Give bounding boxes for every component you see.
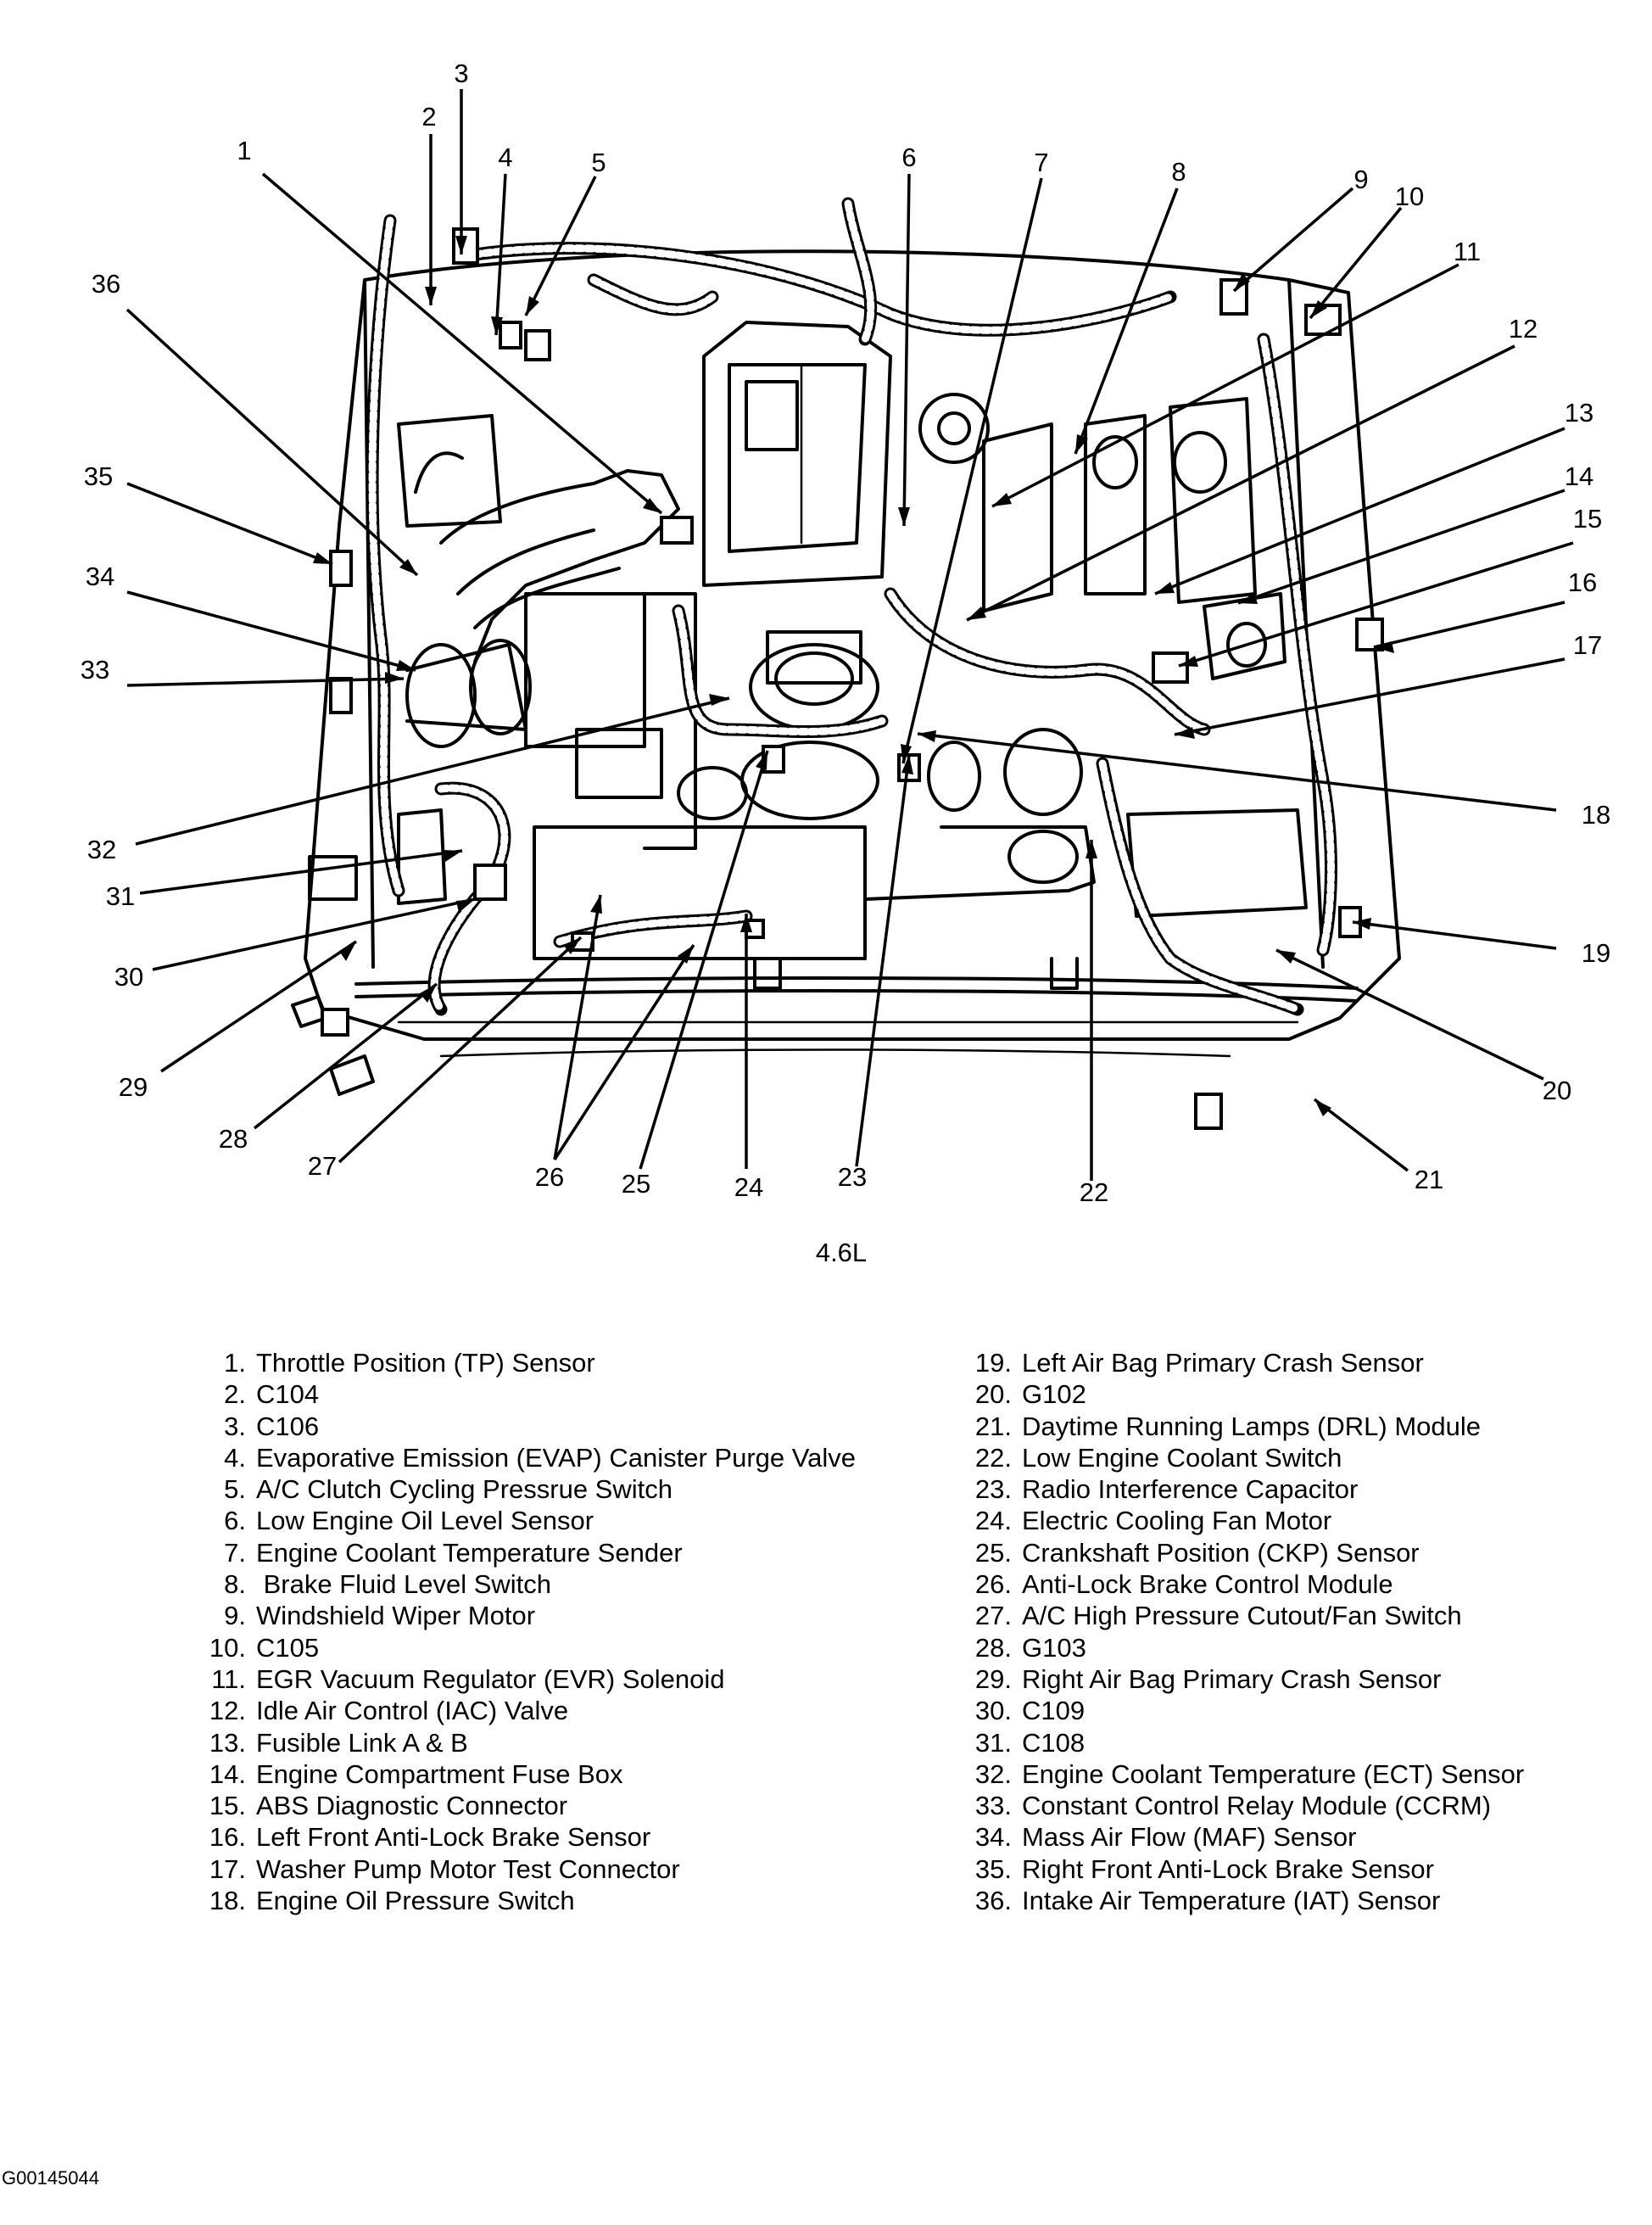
front-pulleys (575, 630, 1083, 820)
callout-18: 18 (1582, 800, 1610, 830)
legend-item: 16.Left Front Anti-Lock Brake Sensor (209, 1822, 651, 1853)
callout-36: 36 (92, 269, 120, 299)
callout-5: 5 (591, 148, 606, 177)
callout-4: 4 (498, 143, 512, 172)
legend-item: 2.C104 (224, 1379, 320, 1410)
legend-item: 3.C106 (224, 1411, 320, 1441)
legend-item: 28.G103 (974, 1632, 1086, 1663)
legend-item: 1.Throttle Position (TP) Sensor (224, 1348, 595, 1378)
callout-3: 3 (454, 59, 468, 88)
legend-item: 8. Brake Fluid Level Switch (224, 1569, 552, 1600)
callout-33: 33 (81, 655, 109, 685)
figure-id: G00145044 (2, 2167, 99, 2189)
callout-8: 8 (1171, 157, 1186, 187)
legend-left-column: 1.Throttle Position (TP) Sensor 2.C104 3… (197, 1347, 856, 1916)
legend-item: 13.Fusible Link A & B (209, 1727, 468, 1758)
legend-item: 35.Right Front Anti-Lock Brake Sensor (974, 1853, 1434, 1884)
callout-15: 15 (1573, 504, 1602, 534)
callout-22: 22 (1080, 1177, 1108, 1207)
callout-6: 6 (901, 143, 916, 172)
legend-item: 15.ABS Diagnostic Connector (209, 1791, 568, 1821)
legend-item: 18.Engine Oil Pressure Switch (209, 1886, 575, 1916)
callout-29: 29 (119, 1072, 148, 1102)
diagram-title: 4.6L (816, 1238, 867, 1267)
callout-32: 32 (87, 835, 116, 864)
engine-compartment-diagram: 1 2 3 4 5 6 7 8 9 10 11 12 13 14 15 16 1… (81, 59, 1610, 1267)
callout-17: 17 (1573, 630, 1602, 660)
callout-19: 19 (1582, 938, 1610, 968)
callout-28: 28 (219, 1124, 248, 1154)
legend-item: 17.Washer Pump Motor Test Connector (209, 1853, 680, 1884)
legend-item: 7.Engine Coolant Temperature Sender (224, 1537, 683, 1568)
callout-35: 35 (84, 461, 113, 491)
callout-9: 9 (1353, 165, 1368, 194)
legend-item: 14.Engine Compartment Fuse Box (209, 1758, 623, 1789)
callout-7: 7 (1034, 148, 1048, 177)
callout-20: 20 (1543, 1076, 1571, 1105)
callout-14: 14 (1565, 461, 1593, 491)
legend-item: 21.Daytime Running Lamps (DRL) Module (974, 1411, 1482, 1441)
callout-30: 30 (114, 962, 143, 992)
legend-item: 11.EGR Vacuum Regulator (EVR) Solenoid (211, 1663, 725, 1694)
leader-lines (126, 89, 1574, 1181)
callout-31: 31 (106, 881, 135, 911)
air-intake-tube (405, 469, 680, 748)
legend-item: 10.C105 (209, 1632, 320, 1663)
callout-21: 21 (1415, 1165, 1443, 1194)
legend-item: 12.Idle Air Control (IAC) Valve (209, 1696, 569, 1726)
callout-25: 25 (622, 1169, 650, 1199)
legend-right-column: 19.Left Air Bag Primary Crash Sensor 20.… (963, 1347, 1524, 1916)
legend-item: 20.G102 (974, 1379, 1086, 1410)
leader-arrowheads (313, 236, 1394, 1116)
legend-item: 25.Crankshaft Position (CKP) Sensor (974, 1537, 1420, 1568)
callout-1: 1 (237, 136, 251, 165)
legend-item: 9.Windshield Wiper Motor (224, 1601, 536, 1631)
legend-item: 22.Low Engine Coolant Switch (974, 1442, 1342, 1473)
legend-item: 4.Evaporative Emission (EVAP) Canister P… (224, 1442, 856, 1473)
legend-item: 36.Intake Air Temperature (IAT) Sensor (974, 1886, 1441, 1916)
legend-item: 34.Mass Air Flow (MAF) Sensor (974, 1822, 1357, 1853)
callout-13: 13 (1565, 398, 1593, 428)
legend-item: 19.Left Air Bag Primary Crash Sensor (974, 1348, 1424, 1378)
callout-12: 12 (1509, 314, 1538, 344)
legend-item: 33.Constant Control Relay Module (CCRM) (974, 1791, 1492, 1821)
legend-item: 24.Electric Cooling Fan Motor (974, 1506, 1332, 1536)
legend-item: 32.Engine Coolant Temperature (ECT) Sens… (974, 1758, 1525, 1789)
legend-item: 31.C108 (974, 1727, 1086, 1758)
legend-item: 29.Right Air Bag Primary Crash Sensor (974, 1663, 1442, 1694)
callout-26: 26 (535, 1162, 564, 1192)
legend-item: 6.Low Engine Oil Level Sensor (224, 1506, 594, 1536)
wiring-harness (366, 197, 1337, 1016)
callout-34: 34 (86, 562, 114, 591)
legend-item: 5.A/C Clutch Cycling Pressrue Switch (224, 1474, 673, 1505)
callout-24: 24 (734, 1172, 763, 1202)
legend-item: 26.Anti-Lock Brake Control Module (974, 1569, 1393, 1600)
callout-23: 23 (838, 1162, 867, 1192)
engine-block (524, 321, 1286, 850)
callout-27: 27 (308, 1151, 337, 1181)
legend-item: 27.A/C High Pressure Cutout/Fan Switch (974, 1601, 1462, 1631)
callout-numbers: 1 2 3 4 5 6 7 8 9 10 11 12 13 14 15 16 1… (81, 59, 1610, 1207)
callout-10: 10 (1395, 182, 1424, 211)
callout-2: 2 (421, 102, 436, 131)
legend-item: 23.Radio Interference Capacitor (974, 1474, 1359, 1505)
connectors (321, 227, 1384, 1130)
legend-item: 30.C109 (974, 1696, 1086, 1726)
callout-16: 16 (1568, 567, 1597, 597)
callout-11: 11 (1454, 237, 1481, 266)
